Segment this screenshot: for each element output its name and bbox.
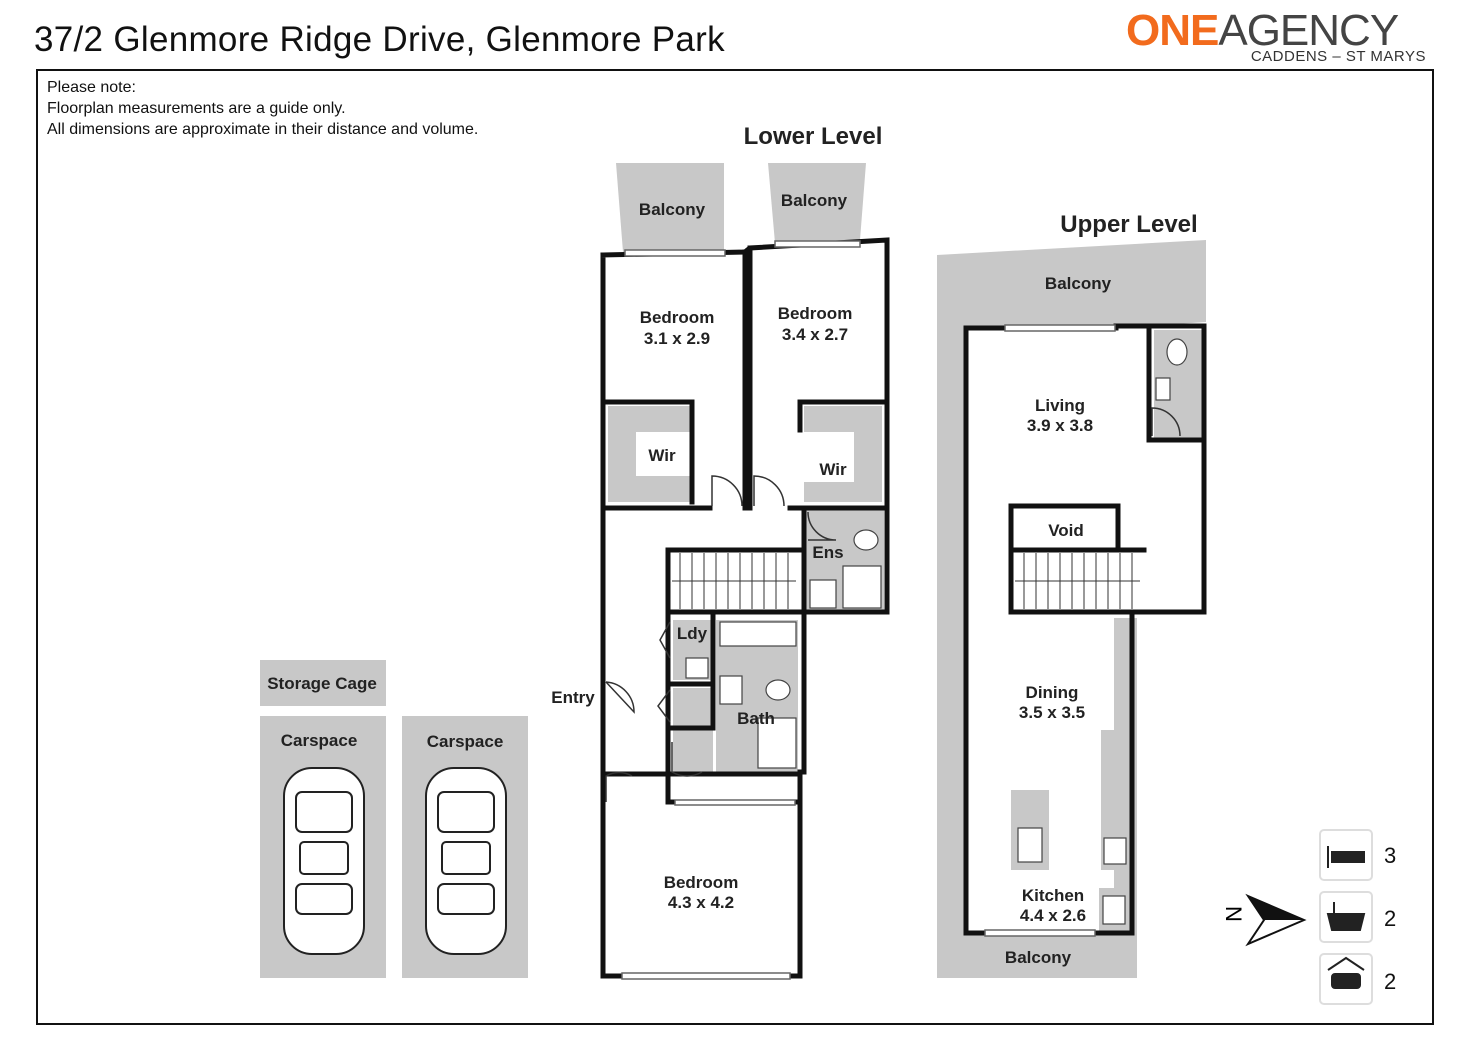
- kitchen-label: Kitchen: [1022, 886, 1084, 905]
- bedroom-count: 3: [1384, 843, 1397, 868]
- brand-agency: AGENCY: [1218, 6, 1399, 55]
- toilet-upper: [1166, 338, 1188, 366]
- storage-cage-label: Storage Cage: [267, 674, 377, 693]
- agency-brand: ONEAGENCY: [1126, 6, 1399, 56]
- listing-title: 37/2 Glenmore Ridge Drive, Glenmore Park: [34, 20, 725, 59]
- note-line-2: Floorplan measurements are a guide only.: [47, 100, 346, 117]
- bed-icon: [1327, 846, 1365, 868]
- door-bed1: [711, 475, 743, 507]
- lower-level-title: Lower Level: [744, 123, 883, 150]
- shower-ens: [842, 565, 882, 609]
- fixtures: [685, 338, 1188, 925]
- balcony-label-upper: Balcony: [1045, 274, 1112, 293]
- agency-logo: ONEAGENCY CADDENS – ST MARYS: [1126, 6, 1436, 66]
- vanity-bath: [719, 675, 743, 705]
- compass-north-label: N: [1221, 906, 1246, 922]
- dining-dim: 3.5 x 3.5: [1019, 703, 1085, 722]
- door-entry: [605, 681, 635, 714]
- upper-balcony-shade: [937, 240, 1206, 328]
- bathtub: [719, 621, 797, 647]
- entry-label: Entry: [551, 688, 595, 707]
- note-line-1: Please note:: [47, 79, 136, 96]
- door-ldy-2: [657, 689, 671, 723]
- door-ens: [807, 511, 837, 541]
- floorplan-frame: [36, 69, 1434, 1025]
- ens-label: Ens: [812, 543, 843, 562]
- toilet-bath: [765, 679, 791, 701]
- note-line-3: All dimensions are approximate in their …: [47, 121, 479, 138]
- fridge: [1102, 895, 1126, 925]
- agency-subtitle: CADDENS – ST MARYS: [1250, 48, 1426, 65]
- bath-icon: [1326, 902, 1366, 931]
- balcony-label-2: Balcony: [781, 191, 848, 210]
- void-label: Void: [1048, 521, 1084, 540]
- balcony-right-shade: [768, 163, 866, 243]
- living-dim: 3.9 x 3.8: [1027, 416, 1093, 435]
- wir2-inner: [798, 432, 854, 482]
- kitchen-dim: 4.4 x 2.6: [1020, 906, 1086, 925]
- basin-upper: [1155, 377, 1171, 401]
- car-count: 2: [1384, 969, 1397, 994]
- bath-label: Bath: [737, 709, 775, 728]
- door-wc: [1151, 407, 1181, 437]
- wir1-inner: [636, 432, 692, 476]
- door-bath: [671, 742, 703, 777]
- upper-level-title: Upper Level: [1060, 211, 1197, 238]
- storage-cage-shade: [260, 660, 386, 706]
- wir2-label: Wir: [819, 460, 847, 479]
- balcony-label-1: Balcony: [639, 200, 706, 219]
- bedroom3-label: Bedroom: [664, 873, 739, 892]
- living-label: Living: [1035, 396, 1085, 415]
- door-bed2: [753, 475, 785, 507]
- bathroom-count: 2: [1384, 906, 1397, 931]
- balcony-left-shade: [616, 163, 724, 252]
- legend-icons: [1319, 829, 1373, 1005]
- shower-bath: [757, 717, 797, 769]
- bedroom2-label: Bedroom: [778, 304, 853, 323]
- sliding-doors: [621, 240, 1116, 980]
- disclaimer-note: Please note: Floorplan measurements are …: [47, 77, 478, 140]
- lower-balcony-shade: [937, 933, 1137, 978]
- dining-label: Dining: [1026, 683, 1079, 702]
- car-2: [425, 767, 507, 955]
- kitchen-sink: [1017, 827, 1043, 863]
- stairs-upper: [1015, 553, 1140, 609]
- bedroom3-dim: 4.3 x 4.2: [668, 893, 734, 912]
- toilet-ens: [853, 529, 879, 551]
- ldy-label: Ldy: [677, 624, 708, 643]
- cooktop: [1103, 837, 1127, 865]
- laundry-tub: [685, 657, 709, 679]
- door-bed3: [605, 771, 633, 802]
- compass-arrow: [1245, 893, 1307, 947]
- car-1: [283, 767, 365, 955]
- carspace-1-label: Carspace: [281, 731, 358, 750]
- bedroom1-dim: 3.1 x 2.9: [644, 329, 710, 348]
- brand-one: ONE: [1126, 6, 1219, 55]
- door-ldy-1: [659, 621, 671, 659]
- bedroom2-dim: 3.4 x 2.7: [782, 325, 848, 344]
- car-icon: [1327, 956, 1365, 989]
- upper-side-shade: [937, 328, 966, 978]
- door-swings: [605, 407, 1181, 802]
- vanity-ens: [809, 579, 837, 609]
- bedroom1-label: Bedroom: [640, 308, 715, 327]
- carspace-2-label: Carspace: [427, 732, 504, 751]
- wir1-label: Wir: [648, 446, 676, 465]
- balcony-label-kitchen: Balcony: [1005, 948, 1072, 967]
- stairs-lower: [672, 553, 796, 609]
